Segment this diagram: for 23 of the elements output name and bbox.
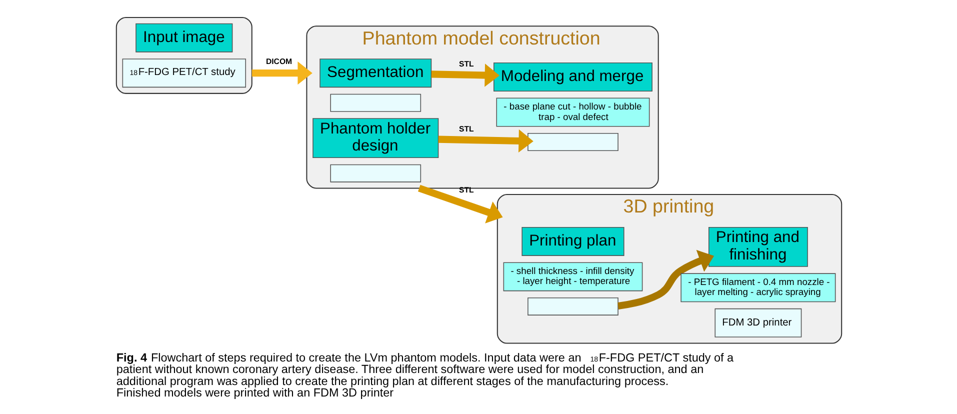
node-box: Input image xyxy=(135,23,232,52)
node-box: - base plane cut - hollow - bubble trap - oval defect xyxy=(496,98,650,127)
arrow xyxy=(617,250,714,310)
node-box: FDM 3D printer xyxy=(714,308,802,338)
node-box: - shell thickness - infill density - layer height - temperature xyxy=(502,262,642,292)
cluster xyxy=(115,16,252,94)
node-box xyxy=(527,297,618,316)
node-box: Printing plan xyxy=(521,226,624,256)
node-box: - PETG filament - 0.4 mm nozzle - layer melting - acrylic spraying xyxy=(680,273,836,302)
arrow xyxy=(251,62,312,85)
arrow xyxy=(418,184,502,224)
node-box: Modeling and merge xyxy=(492,62,652,92)
node-box: Phantom holder design xyxy=(312,118,438,158)
node-box xyxy=(330,94,421,112)
edge-label: STL xyxy=(458,59,474,68)
edge-label: DICOM xyxy=(265,57,292,66)
arrow xyxy=(430,64,499,87)
edge-label: STL xyxy=(458,124,474,134)
node-box xyxy=(527,133,618,151)
node-box: Printing and finishing xyxy=(708,226,808,267)
arrow xyxy=(438,129,533,153)
node-box xyxy=(330,164,421,182)
node-box: Segmentation xyxy=(319,58,432,88)
